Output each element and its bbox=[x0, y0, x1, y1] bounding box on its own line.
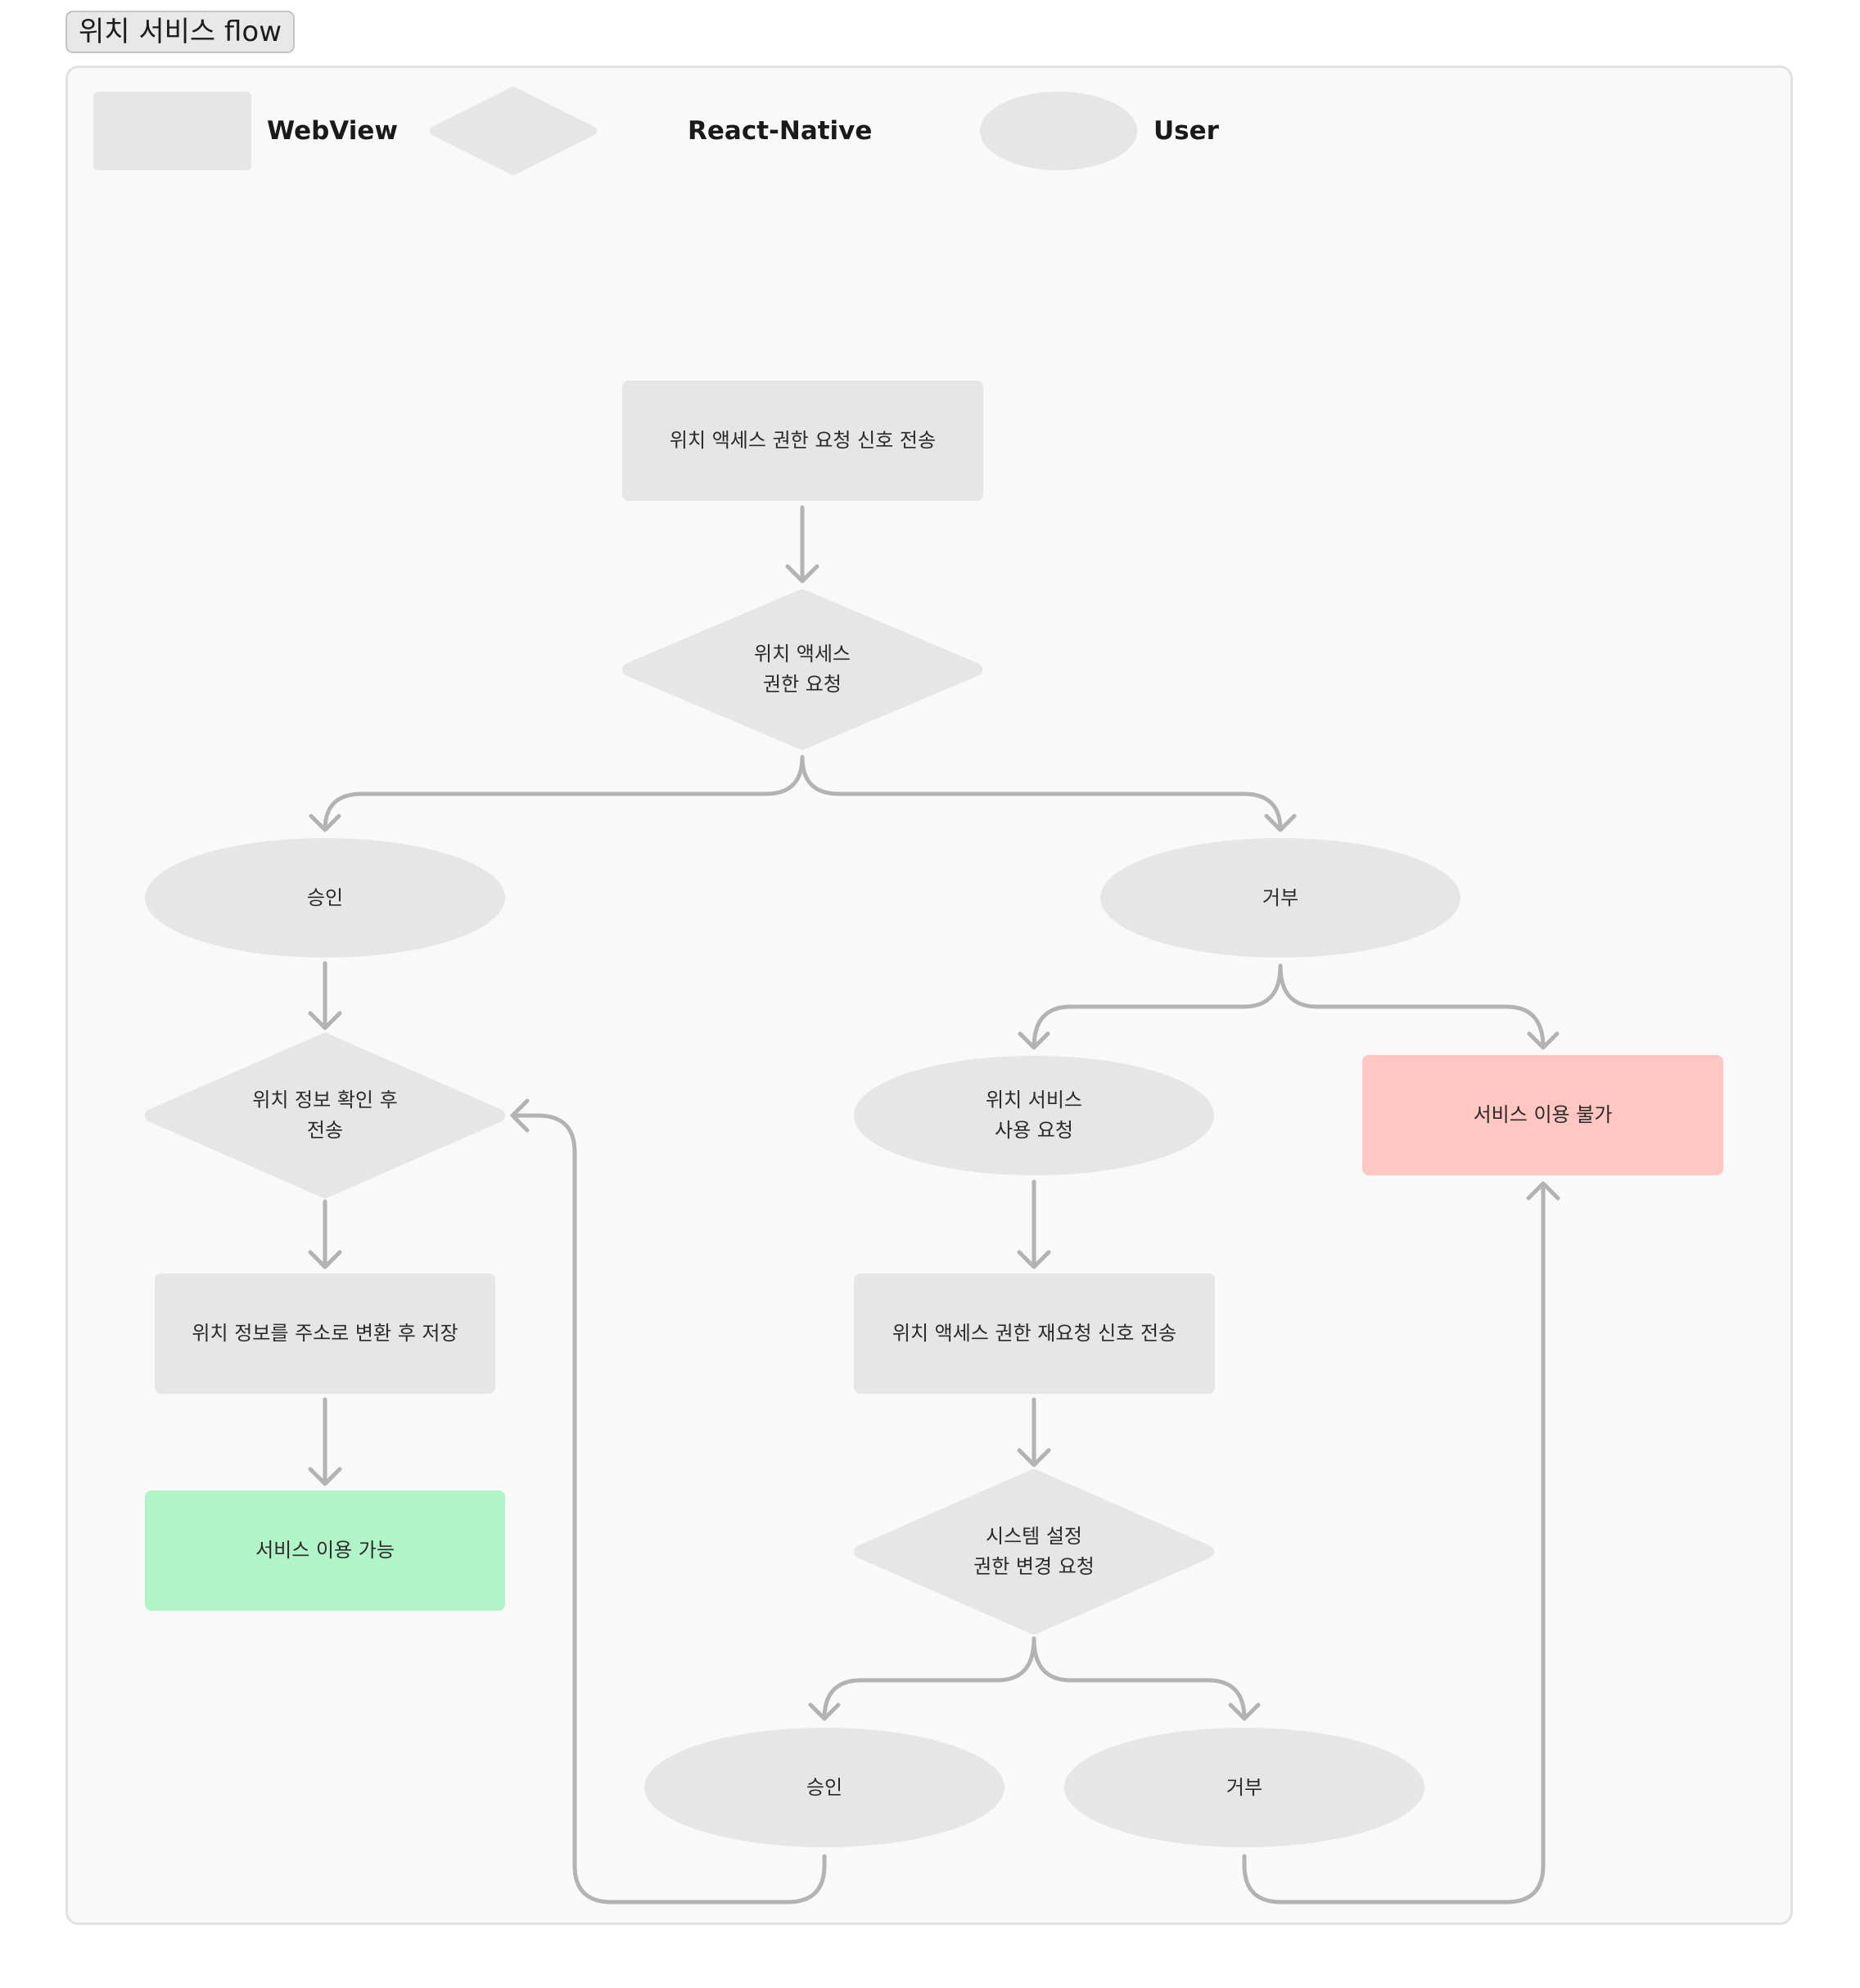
connector-check-to-save bbox=[308, 1199, 342, 1269]
legend-user-swatch bbox=[980, 92, 1137, 170]
connector-system-branches bbox=[808, 1636, 1261, 1721]
node-service-available-shape bbox=[145, 1490, 505, 1611]
node-check-location[interactable]: 위치 정보 확인 후 전송 bbox=[151, 1039, 499, 1192]
node-request-location-use-label: 위치 서비스 사용 요청 bbox=[985, 1089, 1083, 1142]
node-system-settings-shape bbox=[854, 1469, 1214, 1634]
node-approve-2-shape bbox=[644, 1728, 1004, 1847]
node-deny-1-label: 거부 bbox=[1262, 886, 1299, 909]
node-service-available-label: 서비스 이용 가능 bbox=[255, 1539, 395, 1562]
connector-resend-to-system bbox=[1017, 1397, 1051, 1467]
node-approve-2[interactable]: 승인 bbox=[644, 1728, 1004, 1847]
node-system-settings-label: 시스템 설정 권한 변경 요청 bbox=[973, 1525, 1095, 1578]
connector-approve-to-check bbox=[308, 961, 342, 1030]
connector-save-to-available bbox=[308, 1397, 342, 1486]
node-save-address-shape bbox=[155, 1273, 495, 1394]
node-deny-2[interactable]: 거부 bbox=[1064, 1728, 1424, 1847]
node-approve-1[interactable]: 승인 bbox=[145, 838, 505, 958]
connector-signal-to-request bbox=[785, 505, 819, 584]
connector-approve2-to-check bbox=[510, 1098, 827, 1905]
diagram-title[interactable]: 위치 서비스 flow bbox=[65, 11, 296, 53]
node-deny-2-label: 거부 bbox=[1226, 1775, 1263, 1799]
legend-react-native-swatch bbox=[430, 87, 597, 175]
node-send-permission-signal-shape bbox=[622, 381, 983, 501]
node-service-available[interactable]: 서비스 이용 가능 bbox=[145, 1490, 505, 1611]
node-deny-1-shape bbox=[1100, 838, 1460, 958]
node-save-address-label: 위치 정보를 주소로 변환 후 저장 bbox=[192, 1322, 458, 1345]
node-service-unavailable-shape bbox=[1362, 1055, 1723, 1175]
node-request-location-use[interactable]: 위치 서비스 사용 요청 bbox=[854, 1056, 1214, 1175]
node-approve-1-label: 승인 bbox=[306, 886, 344, 909]
node-resend-permission-signal-shape bbox=[854, 1273, 1215, 1394]
connector-deny-branches bbox=[1018, 963, 1560, 1050]
legend-webview-swatch bbox=[93, 92, 251, 170]
node-approve-2-label: 승인 bbox=[806, 1775, 843, 1799]
node-send-permission-signal[interactable]: 위치 액세스 권한 요청 신호 전송 bbox=[622, 381, 983, 501]
node-deny-2-shape bbox=[1064, 1728, 1424, 1847]
node-request-permission-label: 위치 액세스 권한 요청 bbox=[753, 642, 851, 696]
node-send-permission-signal-label: 위치 액세스 권한 요청 신호 전송 bbox=[669, 429, 937, 452]
node-resend-permission-signal[interactable]: 위치 액세스 권한 재요청 신호 전송 bbox=[854, 1273, 1215, 1394]
node-request-permission[interactable]: 위치 액세스 권한 요청 bbox=[629, 596, 976, 743]
node-deny-1[interactable]: 거부 bbox=[1100, 838, 1460, 958]
node-check-location-label: 위치 정보 확인 후 전송 bbox=[252, 1089, 398, 1142]
legend-user-label: User bbox=[1153, 116, 1219, 146]
node-approve-1-shape bbox=[145, 838, 505, 958]
node-check-location-shape bbox=[145, 1033, 505, 1198]
node-request-location-use-shape bbox=[854, 1056, 1214, 1175]
diagram-frame bbox=[65, 65, 1793, 1925]
connector-deny2-to-unavailable bbox=[1242, 1181, 1560, 1905]
connector-request-use-to-resend bbox=[1017, 1179, 1051, 1269]
node-service-unavailable[interactable]: 서비스 이용 불가 bbox=[1362, 1055, 1723, 1175]
node-request-permission-shape bbox=[622, 589, 982, 750]
node-resend-permission-signal-label: 위치 액세스 권한 재요청 신호 전송 bbox=[892, 1322, 1177, 1345]
legend-webview-label: WebView bbox=[267, 116, 399, 146]
node-service-unavailable-label: 서비스 이용 불가 bbox=[1473, 1103, 1613, 1126]
connector-request-branches bbox=[309, 755, 1297, 832]
legend-react-native-label: React-Native bbox=[688, 116, 873, 146]
node-save-address[interactable]: 위치 정보를 주소로 변환 후 저장 bbox=[155, 1273, 495, 1394]
node-system-settings[interactable]: 시스템 설정 권한 변경 요청 bbox=[860, 1476, 1208, 1628]
